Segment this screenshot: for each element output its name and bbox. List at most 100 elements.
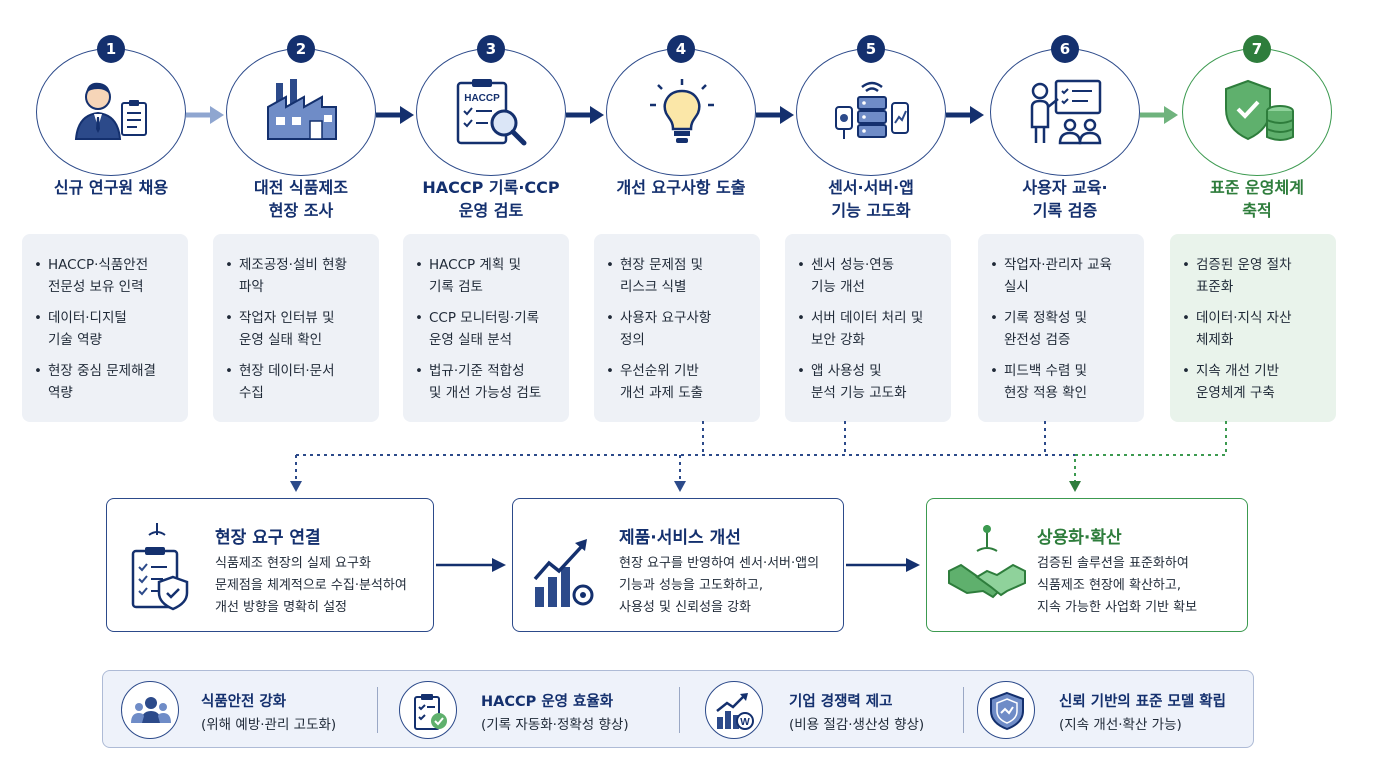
stage-6-title: 사용자 교육· 기록 검증 xyxy=(1022,178,1108,220)
flow-arrow-6-7 xyxy=(1140,106,1178,124)
benefit-title: 식품안전 강화 xyxy=(201,694,287,710)
benefit-icon-circle xyxy=(121,681,179,739)
benefit-subtitle: (지속 개선·확산 가능) xyxy=(1059,717,1182,733)
benefit-title: 신뢰 기반의 표준 모델 확립 xyxy=(1059,694,1226,710)
checklist-shield-icon xyxy=(131,523,189,611)
benefit-icon-circle: W xyxy=(705,681,763,739)
stage-4: 4 개선 요구사항 도출 xyxy=(606,0,756,230)
benefit-subtitle: (기록 자동화·정확성 향상) xyxy=(481,717,629,733)
trust-shield-icon xyxy=(990,691,1024,731)
stage-2: 2 대전 식품제조 현장 조사 xyxy=(226,0,376,230)
training-icon xyxy=(1030,79,1102,145)
stage-6-number: 6 xyxy=(1051,35,1079,63)
clipboard-check-icon xyxy=(414,694,447,730)
stage-6-icon-circle xyxy=(990,48,1140,176)
benefit-item: 신뢰 기반의 표준 모델 확립 (지속 개선·확산 가능) xyxy=(977,671,1247,749)
divider xyxy=(377,687,378,733)
benefits-bar: 식품안전 강화 (위해 예방·관리 고도화) HACCP 운영 효율화 (기록 … xyxy=(102,670,1254,748)
sensor-server-app-icon xyxy=(835,81,909,139)
benefit-item: 식품안전 강화 (위해 예방·관리 고도화) xyxy=(121,671,381,749)
stage-4-title: 개선 요구사항 도출 xyxy=(616,178,746,197)
list-item: 피드백 수렴 및현장 적용 확인 xyxy=(990,360,1136,404)
stage-7: 7 표준 운영체계 축적 xyxy=(1182,0,1332,230)
stage-3-icon-circle: HACCP xyxy=(416,48,566,176)
people-group-icon xyxy=(131,697,171,723)
stage-3-title: HACCP 기록·CCP 운영 검토 xyxy=(422,178,560,220)
stage-3: HACCP 3 HACCP 기록·CCP 운영 검토 xyxy=(416,0,566,230)
outcome-commercialization: 상용화·확산 검증된 솔루션을 표준화하여 식품제조 현장에 확산하고, 지속 … xyxy=(926,498,1248,632)
flow-arrow-2-3 xyxy=(376,106,414,124)
benefit-icon-circle xyxy=(977,681,1035,739)
chart-won-icon: W xyxy=(716,693,754,730)
stage-4-icon-circle xyxy=(606,48,756,176)
outcome-product-improvement: 제품·서비스 개선 현장 요구를 반영하여 센서·서버·앱의 기능과 성능을 고… xyxy=(512,498,844,632)
stage-7-title: 표준 운영체계 축적 xyxy=(1210,178,1304,220)
flow-arrow-4-5 xyxy=(756,106,794,124)
stage-2-icon-circle xyxy=(226,48,376,176)
list-item: HACCP 계획 및기록 검토 xyxy=(415,254,561,298)
stage-1-title: 신규 연구원 채용 xyxy=(53,178,169,197)
outcome-description: 현장 요구를 반영하여 센서·서버·앱의 기능과 성능을 고도화하고, 사용성 … xyxy=(619,556,820,615)
stage-4-number: 4 xyxy=(667,35,695,63)
outcome-title: 상용화·확산 xyxy=(1037,528,1122,548)
stage-1-number: 1 xyxy=(97,35,125,63)
flow-arrow-3-4 xyxy=(566,106,604,124)
list-item: 앱 사용성 및분석 기능 고도화 xyxy=(797,360,943,404)
svg-text:W: W xyxy=(740,717,750,728)
benefit-icon-circle xyxy=(399,681,457,739)
stage-2-title: 대전 식품제조 현장 조사 xyxy=(254,178,348,220)
haccp-clipboard-icon: HACCP xyxy=(456,79,527,146)
benefit-title: HACCP 운영 효율화 xyxy=(481,694,614,710)
outcome-description: 검증된 솔루션을 표준화하여 식품제조 현장에 확산하고, 지속 가능한 사업화… xyxy=(1037,556,1198,615)
handshake-icon xyxy=(948,525,1026,599)
outcome-description: 식품제조 현장의 실제 요구화 문제점을 체계적으로 수집·분석하여 개선 방향… xyxy=(215,556,407,615)
stage-2-number: 2 xyxy=(287,35,315,63)
stage-1-icon-circle xyxy=(36,48,186,176)
flow-arrow-5-6 xyxy=(946,106,984,124)
benefit-title: 기업 경쟁력 제고 xyxy=(789,694,893,710)
researcher-icon xyxy=(74,82,147,140)
growth-chart-icon xyxy=(533,539,594,607)
outcome-arrow-2-3 xyxy=(846,558,920,572)
stage-7-number: 7 xyxy=(1243,35,1271,63)
divider xyxy=(679,687,680,733)
stage-1: 1 신규 연구원 채용 xyxy=(36,0,186,230)
factory-icon xyxy=(267,79,337,140)
stage-3-number: 3 xyxy=(477,35,505,63)
stage-7-icon-circle xyxy=(1182,48,1332,176)
outcome-title: 제품·서비스 개선 xyxy=(619,528,741,548)
outcome-title: 현장 요구 연결 xyxy=(215,528,321,548)
shield-database-icon xyxy=(1225,79,1294,141)
benefit-subtitle: (비용 절감·생산성 향상) xyxy=(789,717,925,733)
stage-5: 5 센서·서버·앱 기능 고도화 xyxy=(796,0,946,230)
outcome-field-connection: 현장 요구 연결 식품제조 현장의 실제 요구화 문제점을 체계적으로 수집·분… xyxy=(106,498,434,632)
benefit-item: W 기업 경쟁력 제고 (비용 절감·생산성 향상) xyxy=(705,671,965,749)
svg-text:HACCP: HACCP xyxy=(464,93,500,104)
dotted-connectors xyxy=(290,421,1227,492)
list-item: 서버 데이터 처리 및보안 강화 xyxy=(797,307,943,351)
stage-5-title: 센서·서버·앱 기능 고도화 xyxy=(828,178,914,220)
stage-6: 6 사용자 교육· 기록 검증 xyxy=(990,0,1140,230)
flow-arrow-1-2 xyxy=(186,106,224,124)
outcome-arrow-1-2 xyxy=(436,558,506,572)
